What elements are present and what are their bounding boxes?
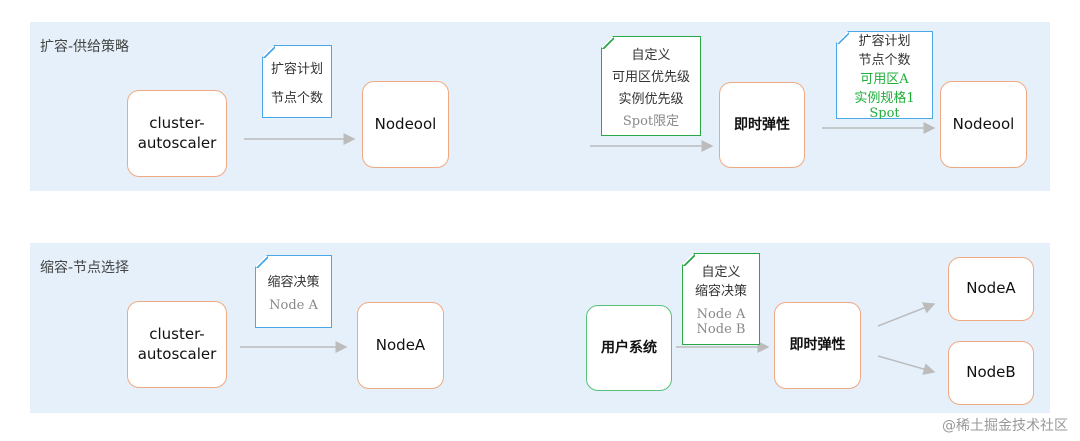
cluster-autoscaler-node-bottom: cluster- autoscaler (127, 301, 227, 388)
card-line: 节点个数 (858, 52, 911, 68)
card-line: 自定义 (631, 47, 671, 63)
custom-priority-card: 自定义 可用区优先级 实例优先级 Spot限定 (601, 36, 701, 136)
card-line: 可用区A (860, 71, 909, 87)
cluster-autoscaler-node-top: cluster- autoscaler (127, 90, 227, 177)
card-line: 扩容计划 (858, 33, 911, 49)
card-line: 缩容决策 (267, 274, 320, 290)
scale-down-title: 缩容-节点选择 (40, 260, 130, 276)
scale-up-title: 扩容-供给策略 (40, 39, 130, 55)
elastic-node-top: 即时弹性 (719, 82, 805, 168)
card-line: 实例规格1 (854, 90, 915, 106)
nodeA-node-right: NodeA (948, 257, 1034, 321)
scale-up-plan-card: 扩容计划 节点个数 (262, 45, 332, 118)
card-line: 自定义 (701, 265, 741, 280)
card-line: Spot限定 (622, 113, 680, 129)
scale-down-decision-card: 缩容决策 Node A (255, 255, 332, 328)
card-line: Node A (696, 307, 746, 322)
card-line: 节点个数 (270, 90, 323, 106)
nodepool-node-2: Nodeool (940, 81, 1027, 168)
card-line: 扩容计划 (270, 61, 323, 77)
card-line: 可用区优先级 (611, 69, 690, 85)
nodepool-node-1: Nodeool (362, 81, 449, 168)
nodeA-node-left: NodeA (357, 302, 444, 389)
card-line: Node A (269, 297, 318, 313)
user-system-node: 用户系统 (586, 305, 672, 391)
card-line: Spot (869, 105, 900, 121)
custom-decision-card: 自定义 缩容决策 Node A Node B (682, 253, 760, 345)
elastic-node-bottom: 即时弹性 (774, 302, 861, 389)
nodeB-node: NodeB (948, 341, 1034, 405)
card-line: 缩容决策 (694, 284, 747, 299)
watermark: @稀土掘金技术社区 (942, 418, 1068, 434)
card-line: Node B (696, 322, 746, 337)
card-line: 实例优先级 (618, 91, 684, 107)
scale-up-result-card: 扩容计划 节点个数 可用区A 实例规格1 Spot (836, 31, 933, 119)
